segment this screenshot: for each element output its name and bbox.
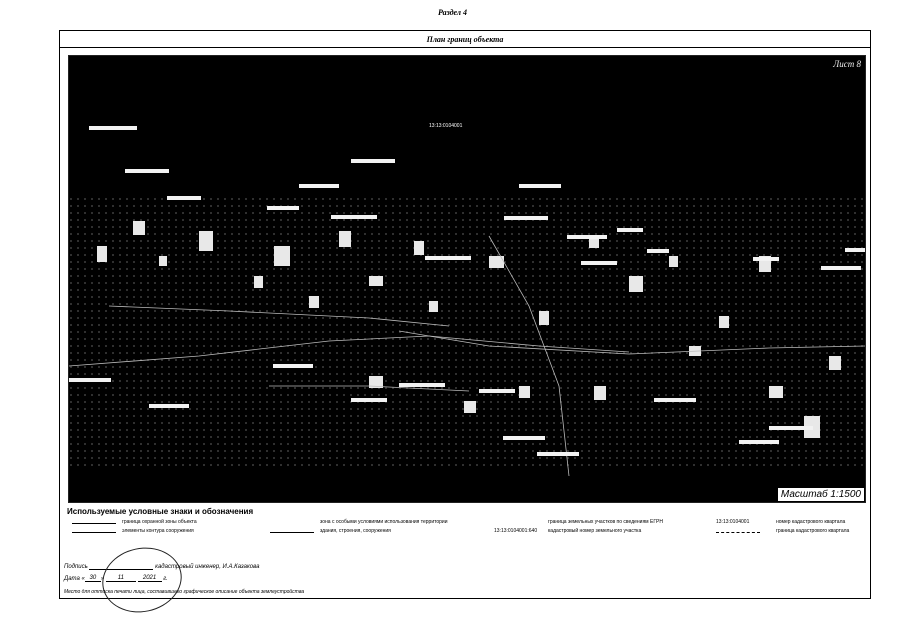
date-row: Дата «30» 11 2021 г. <box>64 575 168 582</box>
section-title: Раздел 4 <box>437 8 468 17</box>
legend-item-parcel-boundary: граница земельных участков по сведениям … <box>548 519 663 525</box>
date-year-suffix: г. <box>163 576 168 582</box>
legend-item-quarter-boundary: граница кадастрового квартала <box>776 528 850 534</box>
legend-title: Используемые условные знаки и обозначени… <box>67 507 254 516</box>
sheet-number: Лист 8 <box>833 59 861 69</box>
legend-item-buildings: здания, строения, сооружения <box>320 528 391 534</box>
date-day: 30 <box>84 575 101 582</box>
legend-item-parcel-number: кадастровый номер земельного участка <box>548 528 642 534</box>
plan-frame: План границ объекта <box>59 30 871 599</box>
date-label: Дата <box>64 576 80 582</box>
map-image: 13:13:0104001 Лист 8 Масштаб 1:1500 <box>68 55 866 503</box>
legend-item-quarter-number: номер кадастрового квартала <box>776 519 846 525</box>
legend-sample-quarter-number: 13:13:0104001 <box>716 519 750 525</box>
legend-swatch-buildings <box>270 532 314 533</box>
date-month: 11 <box>105 575 136 582</box>
legend-item-special-zone: зона с особыми условиями использования т… <box>320 519 448 525</box>
legend-item-structure: элементы контура сооружения <box>122 528 194 534</box>
legend-swatch-quarter-boundary <box>716 532 760 533</box>
legend-item-protected-zone: граница охранной зоны объекта <box>122 519 197 525</box>
signer-role: кадастровый инженер, И.А.Казакова <box>155 564 260 570</box>
signature-row: Подпись кадастровый инженер, И.А.Казаков… <box>64 561 259 570</box>
map-drawing <box>69 126 865 477</box>
legend-sample-parcel-number: 13:13:0104001:640 <box>494 528 538 534</box>
legend-grid: граница охранной зоны объекта элементы к… <box>64 519 868 545</box>
legend: Используемые условные знаки и обозначени… <box>64 507 868 534</box>
stamp-place-note: Место для оттиска печати лица, составивш… <box>64 589 305 595</box>
legend-swatch-protected-zone <box>72 523 116 524</box>
scale-label: Масштаб 1:1500 <box>776 487 865 502</box>
legend-swatch-structure <box>72 532 116 533</box>
plan-title: План границ объекта <box>60 31 870 48</box>
signature-line <box>89 561 154 570</box>
signature-label: Подпись <box>64 564 88 570</box>
quarter-label: 13:13:0104001 <box>429 123 463 129</box>
date-year: 2021 <box>137 575 162 582</box>
